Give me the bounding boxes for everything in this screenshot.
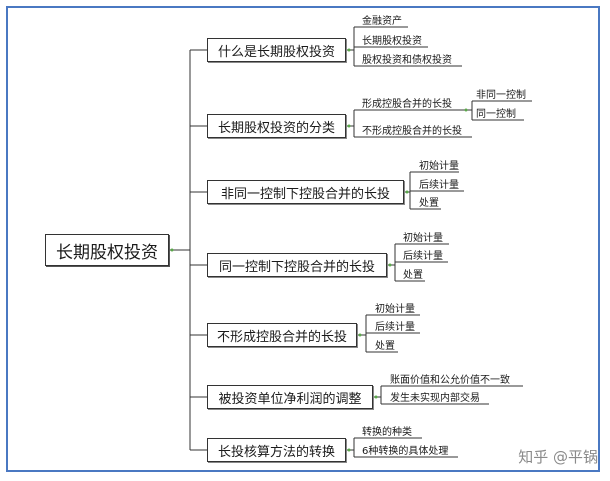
leaf-common-control: 同一控制 [476,109,516,120]
leaf-disposal: 处置 [419,198,439,209]
leaf-initial-measurement: 初始计量 [403,233,443,244]
connector-joint [405,190,409,194]
leaf-non-common-control: 非同一控制 [476,90,526,101]
leaf-disposal: 处置 [403,270,423,281]
connector-joint [347,124,351,128]
leaf-initial-measurement: 初始计量 [419,161,459,172]
leaf-initial-measurement: 初始计量 [375,304,415,315]
branch-non-common-control: 非同一控制下控股合并的长投 [207,180,404,204]
leaf-unrealized-internal-transaction: 发生未实现内部交易 [390,393,480,404]
branch-method-conversion: 长投核算方法的转换 [207,438,346,462]
leaf-not-forming-control: 不形成控股合并的长投 [362,126,462,137]
leaf-financial-assets: 金融资产 [362,16,402,27]
connector-joint [358,333,362,337]
leaf-subsequent-measurement: 后续计量 [375,322,415,333]
leaf-forming-control: 形成控股合并的长投 [362,99,452,110]
connector-joint [388,263,392,267]
connector-joint [347,48,351,52]
branch-classification: 长期股权投资的分类 [207,114,346,138]
branch-what-is: 什么是长期股权投资 [207,38,346,62]
leaf-subsequent-measurement: 后续计量 [419,180,459,191]
leaf-subsequent-measurement: 后续计量 [403,251,443,262]
root-node: 长期股权投资 [45,234,169,266]
branch-non-consolidation: 不形成控股合并的长投 [207,323,357,347]
branch-common-control: 同一控制下控股合并的长投 [207,253,387,277]
connector-joint [170,248,174,252]
leaf-book-vs-fair-value: 账面价值和公允价值不一致 [390,375,510,386]
leaf-six-conversion-treatments: 6种转换的具体处理 [362,446,449,457]
watermark: 知乎 @平锅 [518,448,598,466]
leaf-long-term-equity-investment: 长期股权投资 [362,36,422,47]
branch-net-profit-adjustment: 被投资单位净利润的调整 [207,385,373,409]
leaf-equity-and-debt-investment: 股权投资和债权投资 [362,55,452,66]
connector-joint [464,108,468,112]
connector-joint [347,448,351,452]
leaf-conversion-types: 转换的种类 [362,427,412,438]
leaf-disposal: 处置 [375,341,395,352]
connector-joint [374,395,378,399]
